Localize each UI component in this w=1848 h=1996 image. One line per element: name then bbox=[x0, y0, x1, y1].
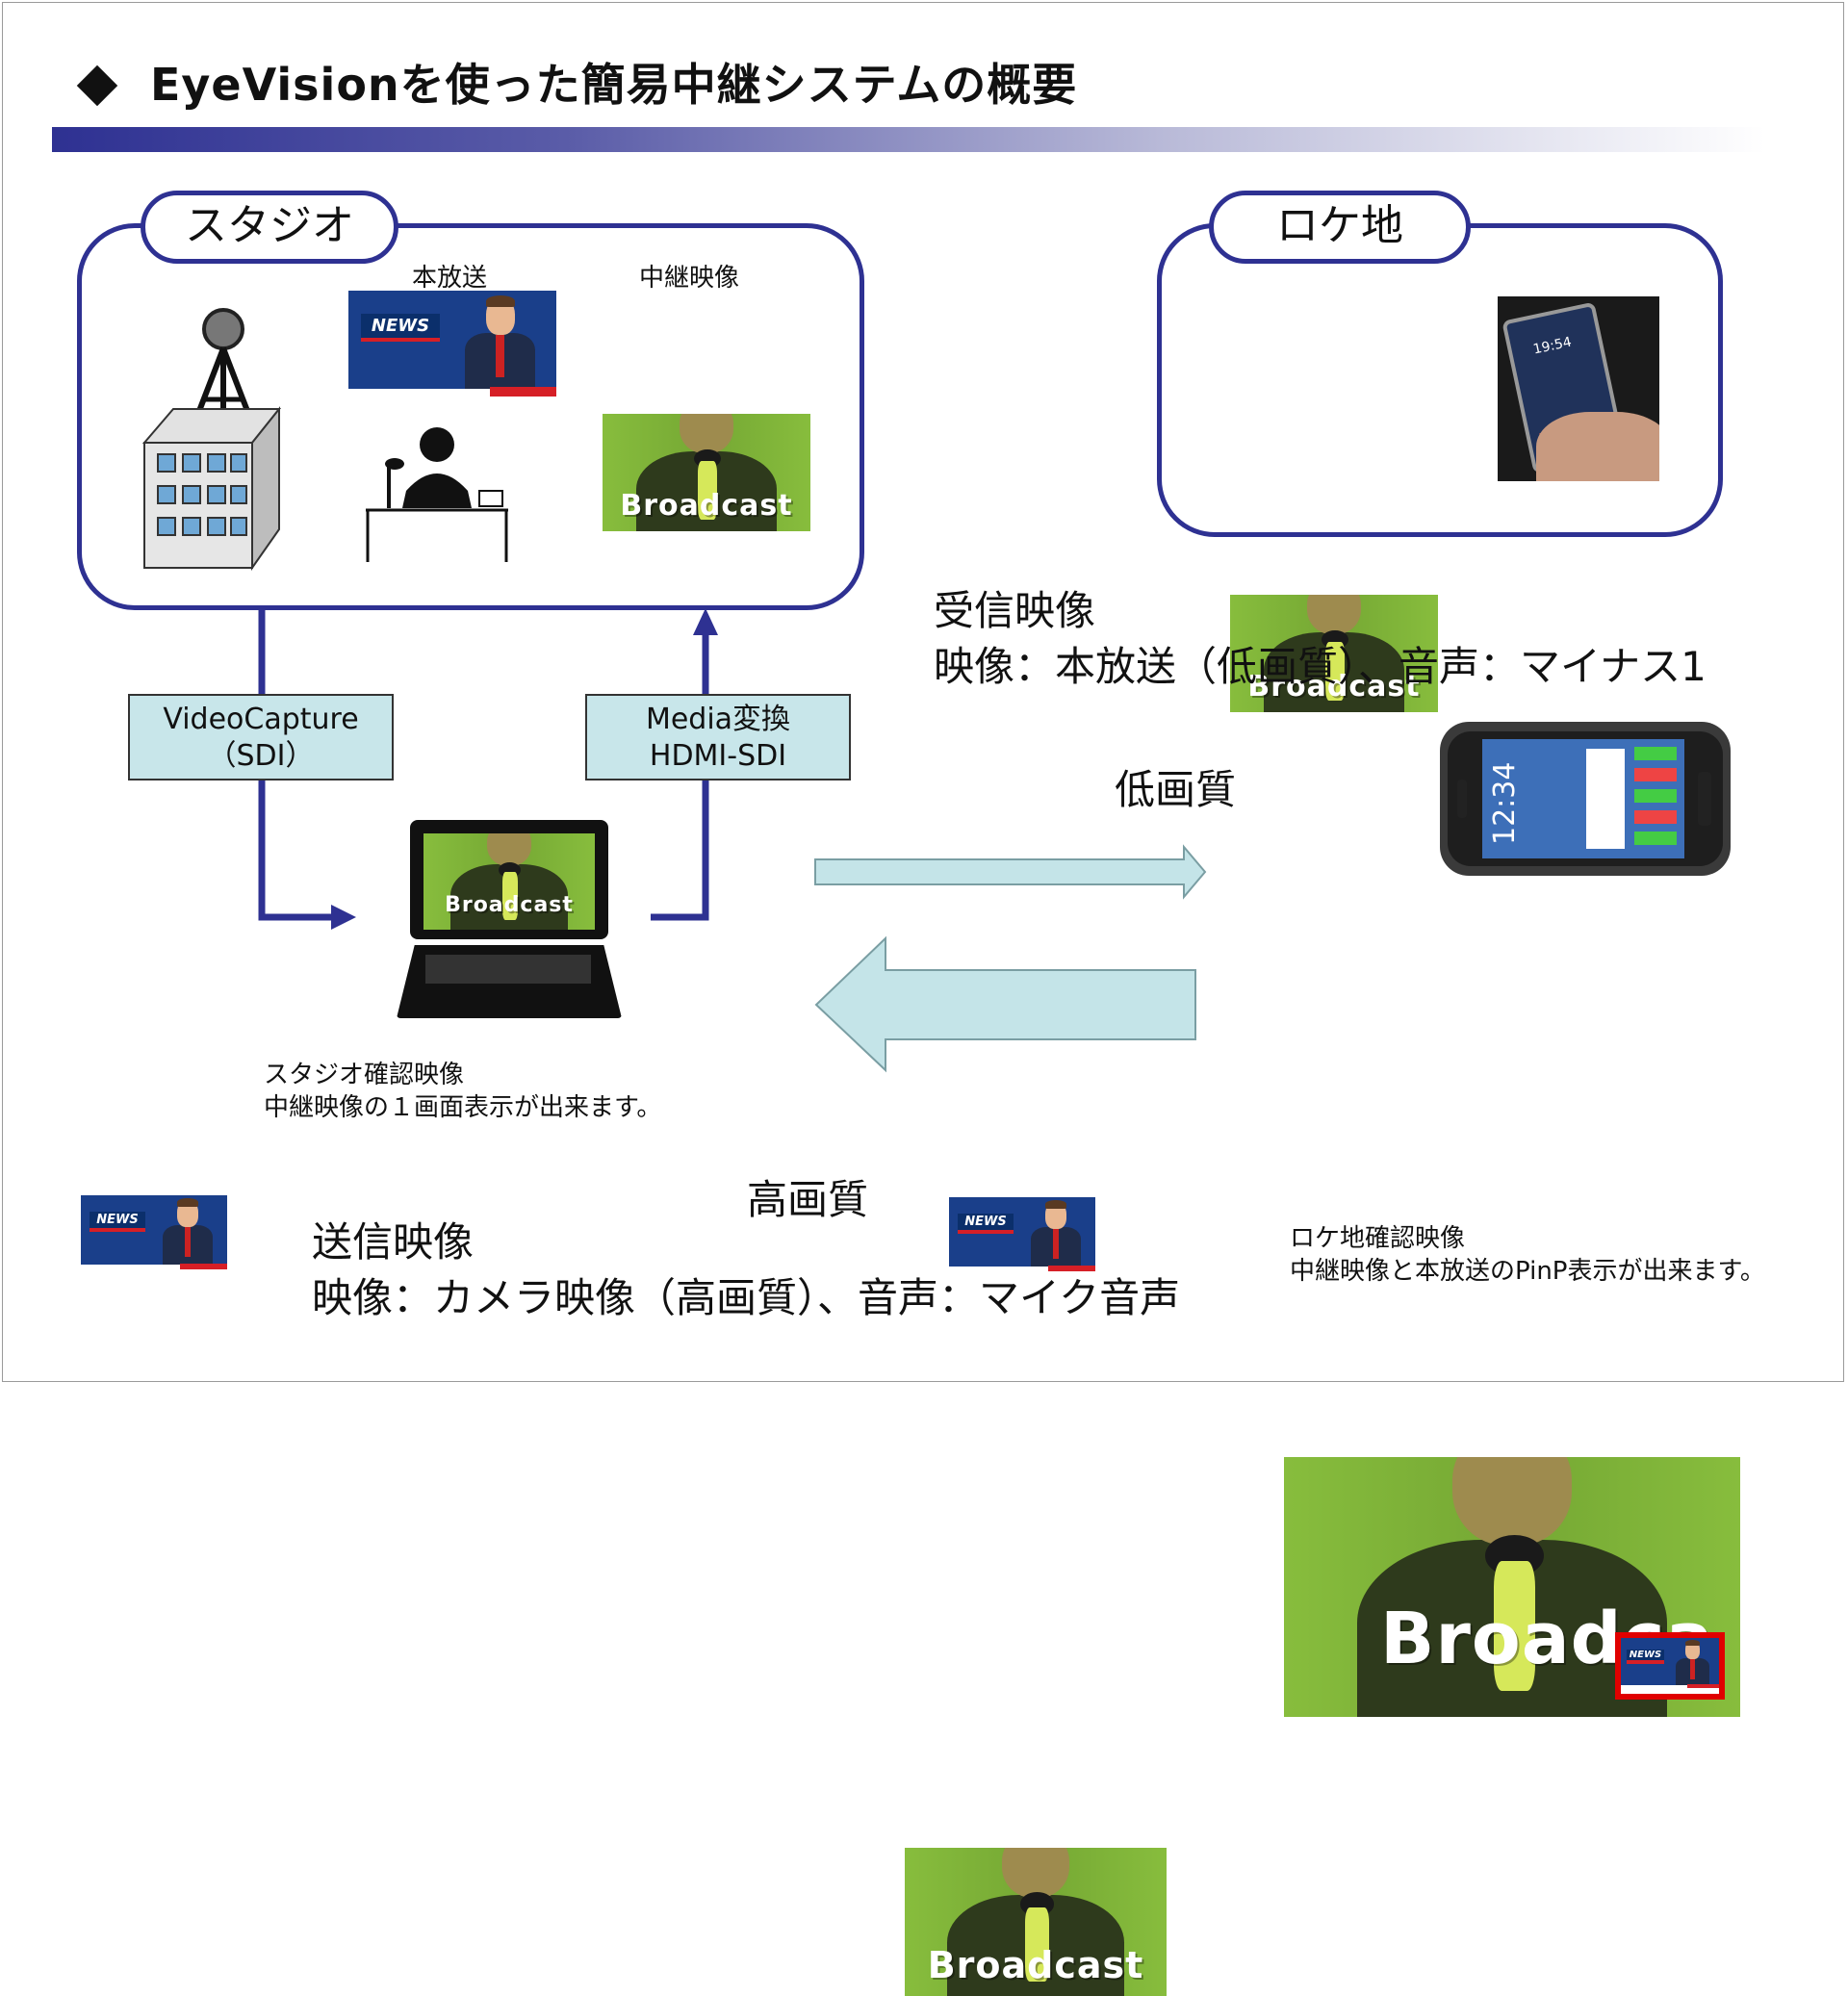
main-broadcast-label: 本放送 bbox=[412, 264, 488, 293]
receive-heading: 受信映像 bbox=[934, 587, 1096, 634]
high-quality-broadcast-thumbnail: Broadcast bbox=[905, 1848, 1167, 1996]
news-badge: NEWS bbox=[1627, 1649, 1664, 1665]
news-badge: NEWS bbox=[958, 1214, 1014, 1235]
video-capture-line2: （SDI） bbox=[207, 739, 315, 773]
media-convert-arrowhead bbox=[693, 608, 718, 635]
video-capture-line1: VideoCapture bbox=[163, 703, 359, 736]
send-detail: 映像：カメラ映像（高画質）、音声：マイク音声 bbox=[312, 1274, 1181, 1321]
location-check-line1: ロケ地確認映像 bbox=[1290, 1224, 1466, 1253]
high-quality-label: 高画質 bbox=[747, 1176, 869, 1223]
phone-time: 12:34 bbox=[1488, 761, 1522, 845]
broadcast-text: Broadcast bbox=[927, 1944, 1144, 1986]
title-underline-bar bbox=[52, 127, 1765, 152]
phone-app-icons bbox=[1634, 747, 1677, 851]
relay-video-thumbnail: Broadcast bbox=[603, 414, 810, 531]
hand-shape bbox=[1536, 412, 1659, 481]
studio-label: スタジオ bbox=[141, 191, 398, 264]
slide-title-text: EyeVisionを使った簡易中継システムの概要 bbox=[150, 59, 1078, 111]
high-quality-arrow bbox=[814, 935, 1196, 1073]
slide-frame bbox=[2, 2, 1844, 1382]
location-label-text: ロケ地 bbox=[1276, 201, 1403, 250]
broadcast-text: Broadcast bbox=[445, 893, 574, 917]
low-quality-label: 低画質 bbox=[1115, 766, 1237, 813]
studio-building-icon bbox=[141, 308, 282, 572]
media-convert-box: Media変換 HDMI-SDI bbox=[585, 694, 851, 780]
studio-check-line2: 中継映像の１画面表示が出来ます。 bbox=[264, 1093, 662, 1122]
location-label: ロケ地 bbox=[1209, 191, 1471, 264]
rugged-phone-screen: 12:34 bbox=[1482, 739, 1684, 858]
phone-widget bbox=[1586, 749, 1625, 849]
media-convert-line1: Media変換 bbox=[645, 703, 791, 736]
studio-label-text: スタジオ bbox=[185, 201, 354, 250]
news-badge: NEWS bbox=[360, 314, 441, 342]
rugged-smartphone-icon: 12:34 bbox=[1440, 722, 1731, 876]
low-quality-arrow bbox=[814, 844, 1207, 900]
media-convert-line2: HDMI-SDI bbox=[649, 739, 787, 773]
main-broadcast-thumbnail: NEWS bbox=[348, 291, 556, 408]
location-check-image: Broadca NEWS bbox=[1284, 1457, 1740, 1717]
broadcast-text: Broadcast bbox=[620, 489, 793, 523]
receive-detail: 映像：本放送（低画質）、音声：マイナス1 bbox=[934, 643, 1707, 690]
phone-in-hand-photo: 19:54 bbox=[1498, 296, 1659, 481]
send-heading: 送信映像 bbox=[312, 1218, 475, 1266]
low-quality-news-thumbnail: NEWS bbox=[949, 1197, 1095, 1280]
slide-title: EyeVisionを使った簡易中継システムの概要 bbox=[73, 50, 1077, 114]
laptop-icon: Broadcast bbox=[397, 820, 628, 1022]
location-check-line2: 中継映像と本放送のPinP表示が出来ます。 bbox=[1290, 1257, 1765, 1286]
laptop-screen: Broadcast bbox=[424, 833, 595, 930]
studio-check-caption: スタジオ確認映像 中継映像の１画面表示が出来ます。 bbox=[264, 1059, 661, 1124]
news-anchor-icon bbox=[366, 427, 508, 562]
studio-input-news-thumbnail: NEWS bbox=[81, 1195, 227, 1278]
relay-video-label: 中継映像 bbox=[639, 264, 740, 293]
broadcast-text: Broadcast bbox=[1247, 670, 1421, 704]
pinp-news-window: NEWS bbox=[1615, 1632, 1725, 1700]
news-badge: NEWS bbox=[90, 1212, 145, 1233]
location-broadcast-thumbnail: Broadcast bbox=[1230, 595, 1438, 712]
video-capture-arrowhead bbox=[331, 905, 356, 930]
studio-check-line1: スタジオ確認映像 bbox=[264, 1061, 465, 1089]
location-check-caption: ロケ地確認映像 中継映像と本放送のPinP表示が出来ます。 bbox=[1290, 1222, 1765, 1288]
video-capture-box: VideoCapture （SDI） bbox=[128, 694, 394, 780]
phone-time: 19:54 bbox=[1531, 334, 1574, 358]
